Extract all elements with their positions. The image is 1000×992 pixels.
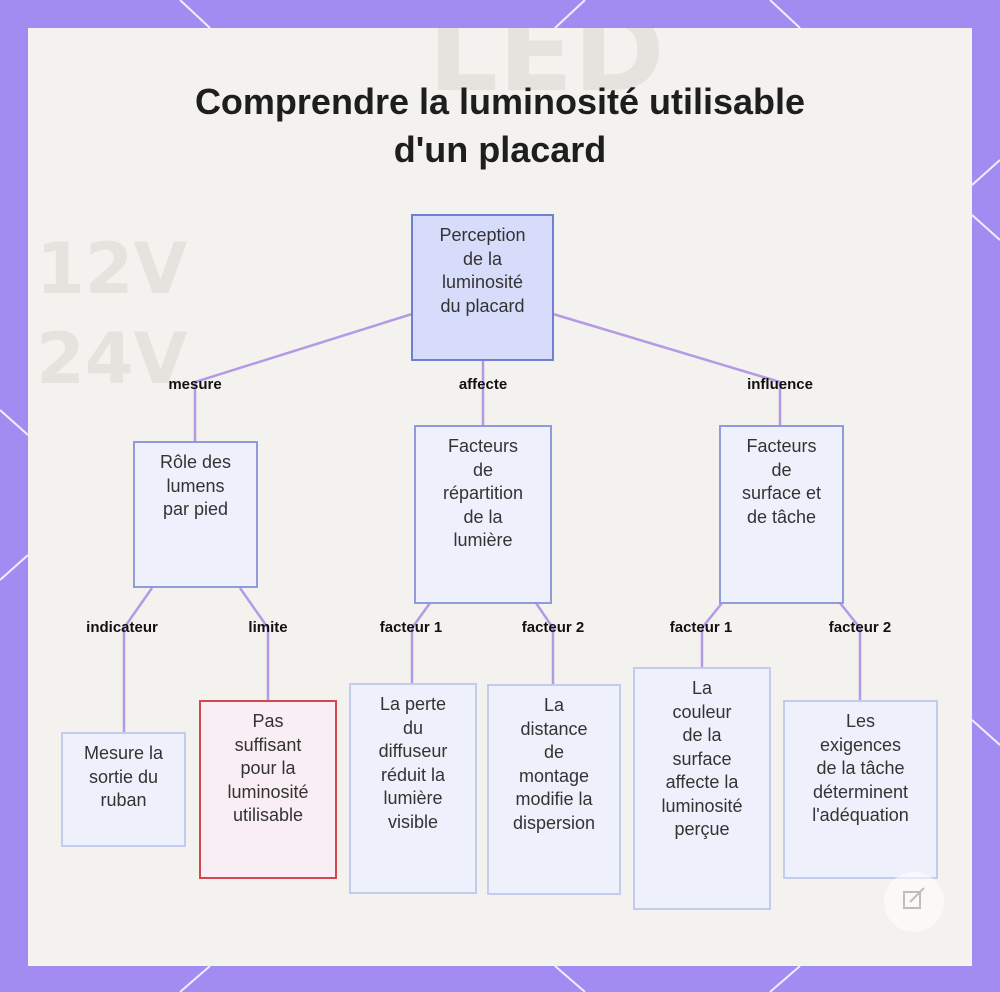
- node-line: lumens: [166, 475, 224, 499]
- node-couleur-surface[interactable]: La couleur de la surface affecte la lumi…: [633, 667, 771, 910]
- node-role-lumens[interactable]: Rôle des lumens par pied: [133, 441, 258, 588]
- node-line: Facteurs: [448, 435, 518, 459]
- edge-label-facteur-2-b: facteur 2: [829, 619, 892, 636]
- node-line: exigences: [820, 734, 901, 758]
- node-line: de: [544, 741, 564, 765]
- node-line: modifie la: [515, 788, 592, 812]
- node-line: Mesure la: [84, 742, 163, 766]
- node-line: montage: [519, 765, 589, 789]
- edge-label-facteur-1-b: facteur 1: [670, 619, 733, 636]
- node-line: perçue: [674, 818, 729, 842]
- node-line: réduit la: [381, 764, 445, 788]
- edge-repartition-distance: [536, 603, 553, 685]
- node-line: de la: [463, 248, 502, 272]
- node-line: visible: [388, 811, 438, 835]
- node-distance-montage[interactable]: La distance de montage modifie la disper…: [487, 684, 621, 895]
- edge-label-mesure: mesure: [168, 376, 221, 393]
- node-line: utilisable: [233, 804, 303, 828]
- node-line: l'adéquation: [812, 804, 909, 828]
- edge-label-limite: limite: [248, 619, 287, 636]
- node-line: La perte: [380, 693, 446, 717]
- node-pas-suffisant[interactable]: Pas suffisant pour la luminosité utilisa…: [199, 700, 337, 879]
- edge-root-surface: [553, 314, 780, 427]
- node-line: de: [771, 459, 791, 483]
- node-line: lumière: [453, 529, 512, 553]
- node-line: de la: [682, 724, 721, 748]
- node-line: de la: [463, 506, 502, 530]
- node-line: pour la: [240, 757, 295, 781]
- node-mesure-ruban[interactable]: Mesure la sortie du ruban: [61, 732, 186, 847]
- edge-label-facteur-1-a: facteur 1: [380, 619, 443, 636]
- node-line: distance: [520, 718, 587, 742]
- node-line: ruban: [100, 789, 146, 813]
- node-line: suffisant: [235, 734, 302, 758]
- node-line: diffuseur: [379, 740, 448, 764]
- node-line: déterminent: [813, 781, 908, 805]
- node-facteurs-surface[interactable]: Facteurs de surface et de tâche: [719, 425, 844, 604]
- node-line: luminosité: [661, 795, 742, 819]
- node-facteurs-repartition[interactable]: Facteurs de répartition de la lumière: [414, 425, 552, 604]
- node-line: de tâche: [747, 506, 816, 530]
- edge-label-facteur-2-a: facteur 2: [522, 619, 585, 636]
- node-line: affecte la: [666, 771, 739, 795]
- node-line: surface: [672, 748, 731, 772]
- node-line: Les: [846, 710, 875, 734]
- edge-label-indicateur: indicateur: [86, 619, 158, 636]
- node-line: lumière: [383, 787, 442, 811]
- node-line: du placard: [440, 295, 524, 319]
- node-line: répartition: [443, 482, 523, 506]
- edge-label-influence: influence: [747, 376, 813, 393]
- edge-surface-exigences: [840, 603, 860, 701]
- node-line: couleur: [672, 701, 731, 725]
- node-line: surface et: [742, 482, 821, 506]
- node-perception-luminosite[interactable]: Perception de la luminosité du placard: [411, 214, 554, 361]
- node-line: de: [473, 459, 493, 483]
- node-perte-diffuseur[interactable]: La perte du diffuseur réduit la lumière …: [349, 683, 477, 894]
- node-line: dispersion: [513, 812, 595, 836]
- edge-repartition-perte: [412, 603, 430, 684]
- node-line: sortie du: [89, 766, 158, 790]
- node-exigences-tache[interactable]: Les exigences de la tâche déterminent l'…: [783, 700, 938, 879]
- node-line: Rôle des: [160, 451, 231, 475]
- edge-lumens-limite: [240, 588, 268, 701]
- node-line: du: [403, 717, 423, 741]
- node-line: Perception: [439, 224, 525, 248]
- node-line: La: [544, 694, 564, 718]
- node-line: luminosité: [227, 781, 308, 805]
- node-line: La: [692, 677, 712, 701]
- edge-label-affecte: affecte: [459, 376, 507, 393]
- node-line: Facteurs: [746, 435, 816, 459]
- node-line: de la tâche: [816, 757, 904, 781]
- node-line: luminosité: [442, 271, 523, 295]
- node-line: par pied: [163, 498, 228, 522]
- edit-icon: [884, 872, 944, 932]
- node-line: Pas: [252, 710, 283, 734]
- edge-lumens-mesure: [124, 588, 152, 733]
- edge-root-lumens: [195, 314, 412, 442]
